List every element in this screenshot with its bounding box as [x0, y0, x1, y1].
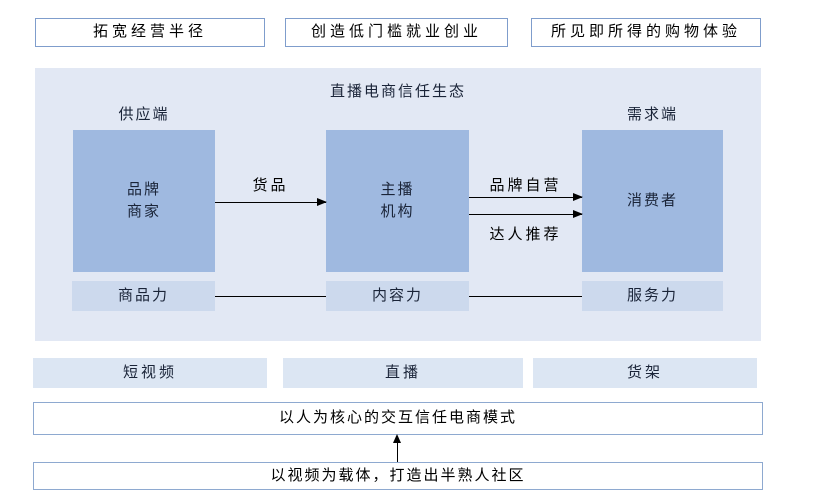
- benefit-box-wysiwyg-shopping: 所见即所得的购物体验: [531, 18, 761, 47]
- connector-product-content: [215, 296, 326, 297]
- demand-side-label: 需求端: [626, 107, 678, 123]
- flow-label-goods: 货品: [252, 178, 289, 194]
- capability-box-service-power: 服务力: [582, 281, 723, 311]
- node-consumers: 消费者: [582, 130, 723, 272]
- node-label-line: 主播: [380, 182, 415, 198]
- capability-box-product-power: 商品力: [72, 281, 215, 311]
- capability-box-content-power: 内容力: [326, 281, 469, 311]
- arrow-goods: [215, 198, 327, 206]
- benefit-box-low-threshold-employment: 创造低门槛就业创业: [285, 18, 508, 47]
- channel-box-short-video: 短视频: [33, 358, 267, 388]
- panel-title: 直播电商信任生态: [329, 84, 466, 100]
- trust-ecosystem-panel: 直播电商信任生态 供应端 需求端 品牌 商家 主播 机构 消费者 货品 品牌自营…: [35, 68, 761, 341]
- benefit-box-expand-business-radius: 拓宽经营半径: [35, 18, 265, 47]
- channel-box-livestream: 直播: [283, 358, 523, 388]
- model-statement-box: 以人为核心的交互信任电商模式: [33, 402, 763, 435]
- flow-label-brand-self-operated: 品牌自营: [489, 178, 562, 194]
- up-arrow: [393, 434, 401, 462]
- flow-label-influencer-recommendation: 达人推荐: [489, 227, 562, 243]
- node-brand-merchants: 品牌 商家: [73, 130, 215, 272]
- arrow-brand-self-operated: [469, 193, 583, 201]
- channel-box-shelf: 货架: [533, 358, 757, 388]
- node-label-line: 消费者: [626, 193, 678, 209]
- node-label-line: 品牌: [126, 182, 161, 198]
- foundation-statement-box: 以视频为载体，打造出半熟人社区: [33, 462, 763, 490]
- node-label-line: 机构: [380, 204, 415, 220]
- node-label-line: 商家: [126, 204, 161, 220]
- connector-content-service: [469, 296, 582, 297]
- arrow-influencer-recommendation: [469, 210, 583, 218]
- supply-side-label: 供应端: [118, 107, 170, 123]
- node-anchor-agencies: 主播 机构: [326, 130, 469, 272]
